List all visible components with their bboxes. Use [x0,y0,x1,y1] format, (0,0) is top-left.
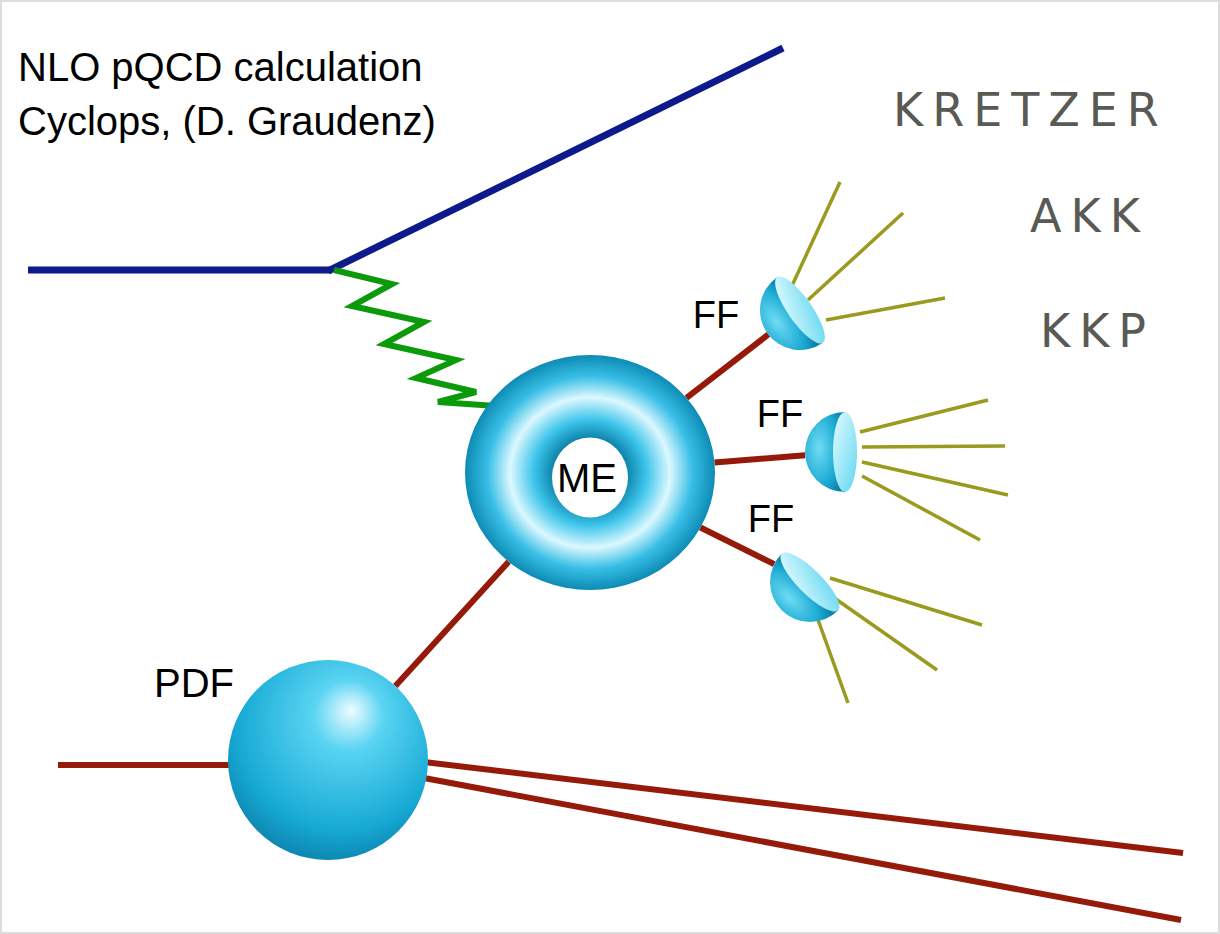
hadron-track [826,298,945,320]
heading-note: Cyclops, (D. Graudenz) [18,98,436,144]
hemisphere-shape [805,412,857,492]
node-label: FF [748,498,794,542]
node-outline [760,532,860,632]
electron-in [28,267,332,274]
fragmentation-set-name: AKK [1030,190,1149,243]
sphere-shape [228,660,428,860]
node-label: FF [693,294,739,338]
fragmentation-hemisphere: FF [750,260,850,360]
fragmentation-hemisphere: FF [760,532,860,632]
hadron-track [860,400,988,432]
proton-in [58,762,232,768]
photon [334,270,496,406]
hadron-track [830,578,982,625]
node-outline [228,660,428,860]
hemisphere-face [833,412,857,492]
hemisphere-face [767,270,833,349]
remnant [424,762,1183,853]
fragmentation-set-name: KRETZER [893,84,1168,137]
parton-line [687,334,769,397]
node-outline [750,260,850,360]
node-outline [795,402,895,502]
matrix-element-torus: ME [465,355,715,590]
remnant [424,778,1181,920]
hemisphere-shape [744,270,832,365]
fragmentation-set-name: KKP [1040,305,1155,358]
hemisphere-shape [753,545,846,638]
hadron-track [862,476,980,540]
hadron-track [862,462,1008,495]
torus-shape [465,355,715,590]
node-label: ME [557,455,617,501]
parton-line [395,562,508,686]
pdf-sphere: PDF [228,660,428,860]
fragmentation-hemisphere: FF [795,402,895,502]
hadron-track [808,213,903,300]
parton-line [715,455,806,462]
heading-note: NLO pQCD calculation [18,44,423,90]
hemisphere-face [773,545,847,619]
hadron-track [790,182,840,290]
hadron-track [862,446,1005,447]
node-label: PDF [154,660,234,706]
node-label: FF [757,393,803,437]
